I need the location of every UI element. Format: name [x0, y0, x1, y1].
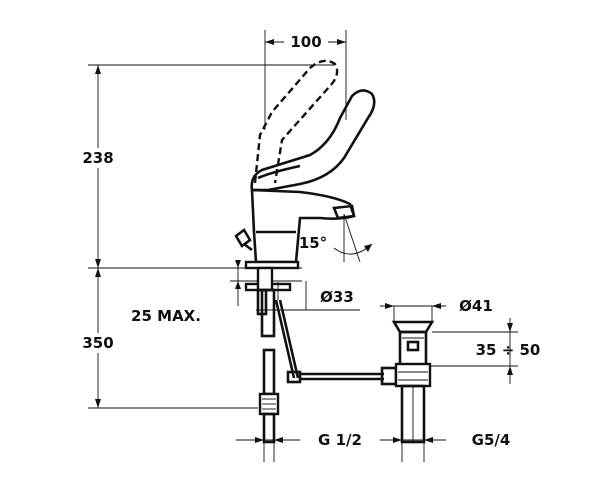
inlet-hose: [258, 348, 280, 444]
dimension-waste-diameter: Ø41: [380, 297, 493, 322]
tap-body: [234, 188, 356, 270]
dimension-label-diameter-33: Ø33: [320, 288, 354, 306]
lever-raised-position: [253, 59, 339, 184]
dimension-label-100: 100: [290, 33, 321, 51]
dimension-waste-thread: G5/4: [380, 426, 510, 462]
lever-closed-position: [250, 89, 376, 192]
dimension-label-350: 350: [82, 334, 113, 352]
waste-fitting: [391, 320, 435, 444]
dimension-label-15-degrees: 15°: [299, 234, 327, 252]
dimension-below-deck: 350: [78, 268, 258, 409]
dimension-label-238: 238: [82, 149, 113, 167]
pop-up-link-rod: [286, 366, 398, 386]
dimension-label-25-max: 25 MAX.: [131, 307, 201, 325]
dimension-label-35-50: 35 ÷ 50: [476, 341, 541, 359]
under-deck-fittings: [244, 266, 300, 379]
dimension-label-g-1-2: G 1/2: [318, 431, 362, 449]
dimension-label-g-5-4: G5/4: [472, 431, 511, 449]
dimension-deck-thickness: 25 MAX.: [131, 260, 241, 325]
dimension-tap-height: 238: [78, 64, 335, 268]
dimension-waste-range: 35 ÷ 50: [430, 318, 540, 384]
dimension-lever-reach: 100: [264, 30, 347, 130]
dimension-hole-diameter: Ø33: [256, 281, 360, 311]
dimension-label-diameter-41: Ø41: [459, 297, 493, 315]
dimension-lever-angle: 15°: [299, 213, 373, 263]
dimension-inlet-thread: G 1/2: [236, 426, 362, 462]
